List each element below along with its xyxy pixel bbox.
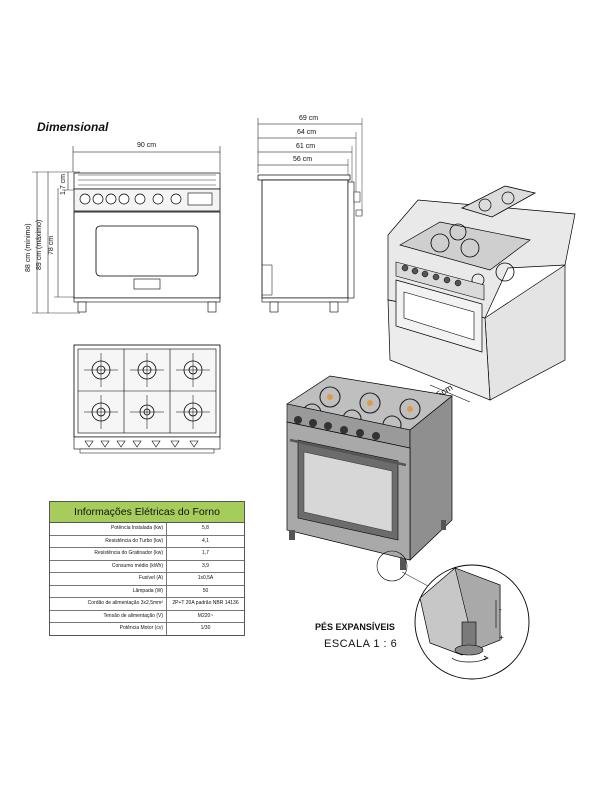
electrical-info-table: Informações Elétricas do Forno Potência … (49, 501, 245, 636)
table-row-value: 1,7 (202, 550, 209, 556)
table-row-label: Potência Instalada (kw) (50, 523, 167, 535)
table-row: Consumo médio (kWh) 3,9 (50, 560, 244, 573)
table-row-value: 1/30 (200, 625, 211, 631)
table-row-label: Resistência do Gratinador (kw) (50, 548, 167, 560)
diagram-title: Dimensional (37, 120, 109, 134)
table-row-value: 50 (202, 587, 209, 594)
table-row-value: 4,1 (202, 537, 209, 544)
svg-text:-: - (499, 605, 502, 614)
table-row-label: Consumo médio (kWh) (50, 560, 167, 572)
table-row-value: 5,8 (202, 525, 209, 531)
electrical-info-table-header: Informações Elétricas do Forno (50, 502, 244, 523)
table-row-label: Lâmpada (W) (50, 585, 167, 597)
table-row-value: 2P+T 20A padrão NBR 14136 (172, 600, 239, 606)
table-row-label: Cordão de alimentação 3x2,5mm² (50, 598, 167, 610)
table-row: Resistência do Turbo (kw) 4,1 (50, 535, 244, 548)
side-depth-label-3: 61 cm (296, 143, 316, 150)
table-row-value: M220~ (197, 612, 214, 619)
side-depth-label-4: 56 cm (293, 156, 313, 163)
table-row: Potência Instalada (kw) 5,8 (50, 523, 244, 536)
table-row: Fusível (A) 1x0,5A (50, 573, 244, 586)
front-width-label: 90 cm (137, 142, 157, 149)
side-depth-label-1: 69 cm (299, 115, 319, 122)
table-row-label: Resistência do Turbo (kw) (50, 535, 167, 547)
table-row: Tensão de alimentação (V) M220~ (50, 610, 244, 623)
table-row: Resistência do Gratinador (kw) 1,7 (50, 548, 244, 561)
table-row-value: 3,9 (202, 562, 209, 569)
table-row: Cordão de alimentação 3x2,5mm² 2P+T 20A … (50, 598, 244, 611)
table-row-label: Tensão de alimentação (V) (50, 610, 167, 622)
feet-title: PÉS EXPANSÍVEIS (315, 622, 395, 632)
svg-text:+: + (499, 633, 504, 642)
table-row-label: Fusível (A) (50, 573, 167, 585)
table-row-value: 1x0,5A (197, 575, 214, 581)
side-depth-label-2: 64 cm (297, 129, 317, 136)
table-row-label: Potência Motor (cv) (50, 623, 167, 635)
table-row: Lâmpada (W) 50 (50, 585, 244, 598)
feet-scale: ESCALA 1 : 6 (324, 638, 398, 650)
table-row: Potência Motor (cv) 1/30 (50, 623, 244, 635)
